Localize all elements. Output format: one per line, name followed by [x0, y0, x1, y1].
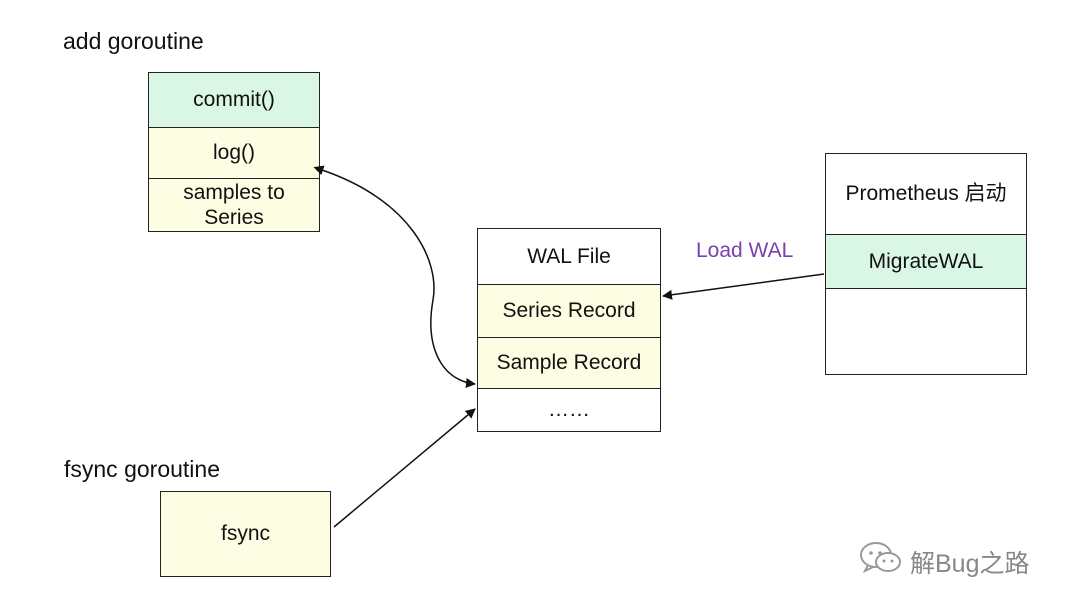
add-goroutine-title: add goroutine	[63, 28, 204, 54]
wal-file-title: WAL File	[527, 244, 611, 268]
ellipsis-cell: ……	[478, 388, 660, 431]
migrate-wal-to-series-record-arrow	[662, 273, 825, 300]
wal-file-box: WAL File Series Record Sample Record ……	[477, 228, 661, 432]
prometheus-box: Prometheus 启动 MigrateWAL	[825, 153, 1027, 375]
watermark: 解Bug之路	[858, 540, 1029, 583]
watermark-text: 解Bug之路	[910, 549, 1030, 578]
prometheus-startup-cell: Prometheus 启动	[845, 182, 1007, 206]
migrate-wal-cell: MigrateWAL	[826, 234, 1026, 288]
commit-cell: commit()	[149, 73, 319, 127]
fsync-cell: fsync	[220, 522, 270, 546]
log-to-sample-record-arrow	[313, 165, 476, 388]
series-record-cell: Series Record	[478, 284, 660, 337]
log-cell: log()	[149, 127, 319, 178]
samples-to-series-cell: samples to Series	[149, 178, 319, 231]
empty-cell	[826, 288, 1026, 374]
fsync-to-wal-arrow	[333, 408, 476, 528]
add-goroutine-box: commit() log() samples to Series	[148, 72, 320, 232]
load-wal-label: Load WAL	[696, 239, 794, 262]
fsync-goroutine-title: fsync goroutine	[64, 456, 220, 482]
sample-record-cell: Sample Record	[478, 337, 660, 388]
wechat-icon	[858, 540, 904, 583]
fsync-box: fsync	[160, 491, 331, 577]
